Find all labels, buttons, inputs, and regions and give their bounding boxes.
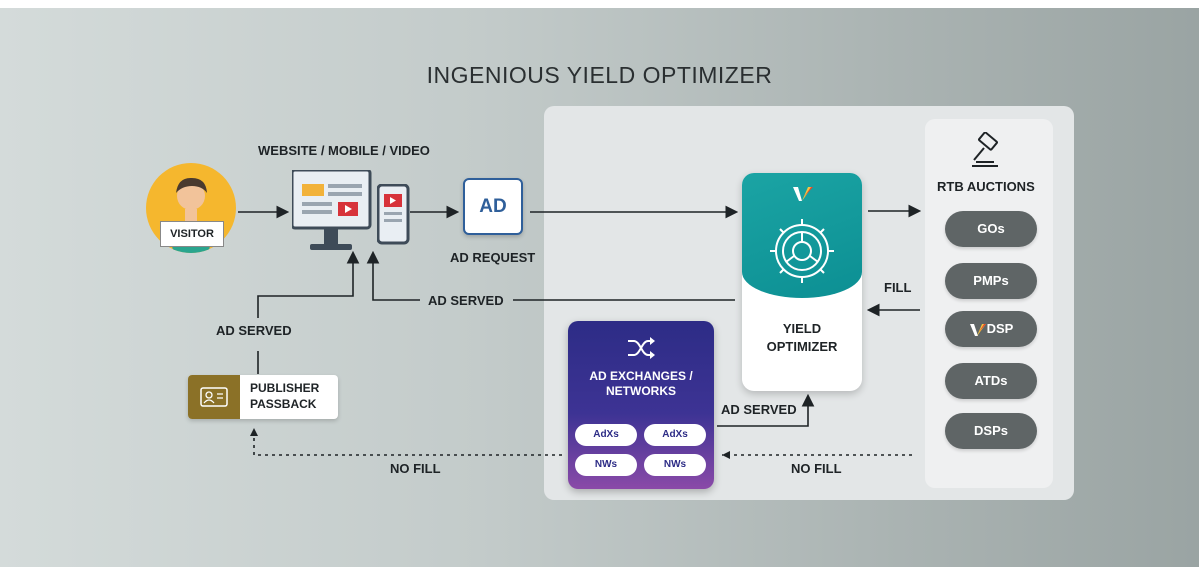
id-card-icon [200, 387, 228, 407]
gavel-icon [972, 132, 998, 167]
brand-v-logo [793, 187, 813, 201]
diagram-canvas: INGENIOUS YIELD OPTIMIZER [0, 8, 1199, 567]
ad-served-exchange-label: AD SERVED [721, 402, 797, 417]
yield-optimizer-card: YIELD OPTIMIZER [742, 173, 862, 391]
rtb-item-dsp: DSP [945, 311, 1037, 347]
shuffle-icon [628, 337, 655, 359]
publisher-passback-label: PUBLISHER PASSBACK [250, 381, 320, 411]
rtb-item-atds: ATDs [945, 363, 1037, 399]
wheel-icon [770, 187, 834, 283]
desktop-monitor-icon [292, 170, 372, 250]
no-fill-right-label: NO FILL [791, 461, 842, 476]
adx-pill-1: AdXs [575, 424, 637, 446]
rtb-title: RTB AUCTIONS [937, 179, 1035, 194]
ad-exchanges-card: AD EXCHANGES / NETWORKS AdXs AdXs NWs NW… [568, 321, 714, 489]
no-fill-left-label: NO FILL [390, 461, 441, 476]
rtb-item-pmps: PMPs [945, 263, 1037, 299]
adx-pill-2: AdXs [644, 424, 706, 446]
ad-exchanges-title: AD EXCHANGES / NETWORKS [589, 369, 693, 398]
ad-request-label: AD REQUEST [450, 250, 536, 265]
flow-connectors [238, 204, 922, 459]
brand-v-logo [969, 323, 986, 336]
devices-label: WEBSITE / MOBILE / VIDEO [258, 143, 430, 158]
fill-label: FILL [884, 280, 912, 295]
rtb-item-dsps: DSPs [945, 413, 1037, 449]
arrow-ad-served-exchange [717, 393, 815, 427]
diagram-title: INGENIOUS YIELD OPTIMIZER [426, 62, 773, 88]
nw-pill-2: NWs [644, 454, 706, 476]
rtb-item-dsp-label: DSP [986, 321, 1014, 336]
mobile-phone-icon [377, 184, 410, 245]
ad-served-left-label: AD SERVED [216, 323, 292, 338]
nw-pill-1: NWs [575, 454, 637, 476]
ad-served-main-label: AD SERVED [428, 293, 504, 308]
visitor-label: VISITOR [160, 221, 224, 247]
publisher-passback-box: PUBLISHER PASSBACK [188, 375, 338, 419]
ad-request-box: AD [463, 178, 523, 235]
arrow-no-fill-left [253, 430, 562, 456]
rtb-item-gos: GOs [945, 211, 1037, 247]
yield-optimizer-label: YIELD OPTIMIZER [766, 321, 838, 354]
